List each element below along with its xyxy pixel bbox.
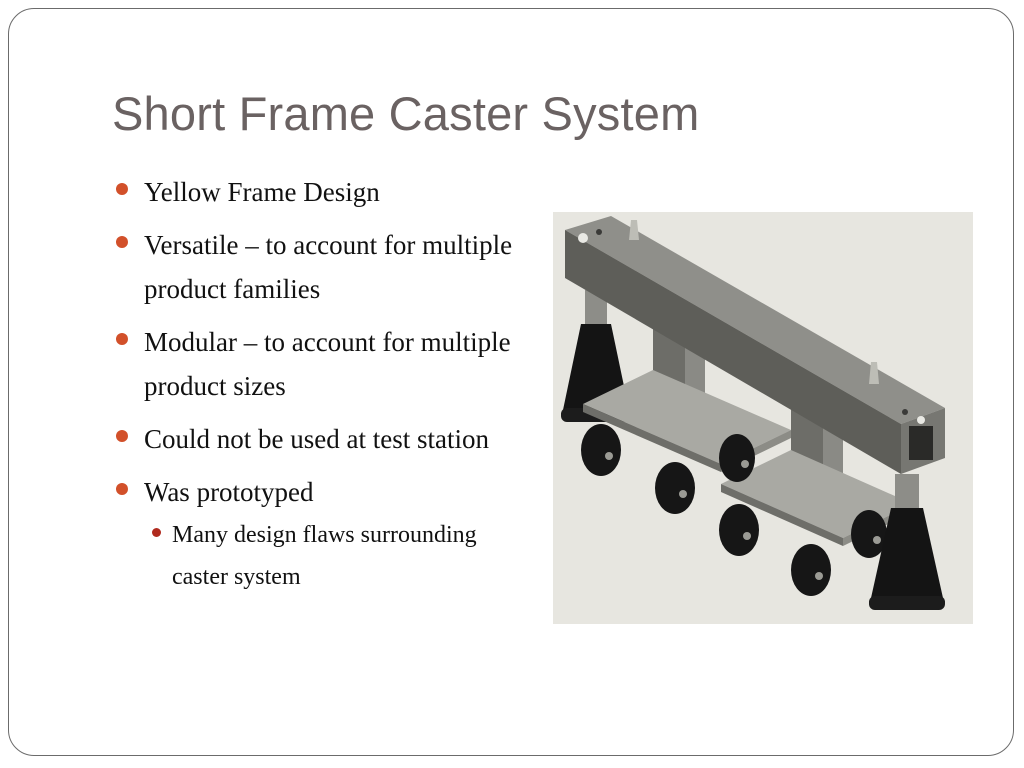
wheel-hubs [605,452,881,580]
bullet-item-text: Was prototyped [144,477,314,507]
main-beam [565,216,945,474]
right-front-cone-leg [869,474,945,610]
bullet-item: Modular – to account for multiple produc… [116,320,516,408]
bullet-item: Could not be used at test station [116,417,516,461]
sub-bullet-list: Many design flaws surrounding caster sys… [144,514,516,598]
caster-frame-render-image [553,212,973,624]
caster-frame-illustration [561,216,945,610]
slide-title: Short Frame Caster System [112,87,700,140]
sub-bullet-item: Many design flaws surrounding caster sys… [144,514,516,598]
bullet-item: Versatile – to account for multiple prod… [116,223,516,311]
bullet-item: Yellow Frame Design [116,170,516,214]
bullet-list: Yellow Frame Design Versatile – to accou… [116,170,516,607]
caster-wheels [581,424,887,596]
bullet-item-with-sublist: Was prototyped Many design flaws surroun… [116,470,516,598]
